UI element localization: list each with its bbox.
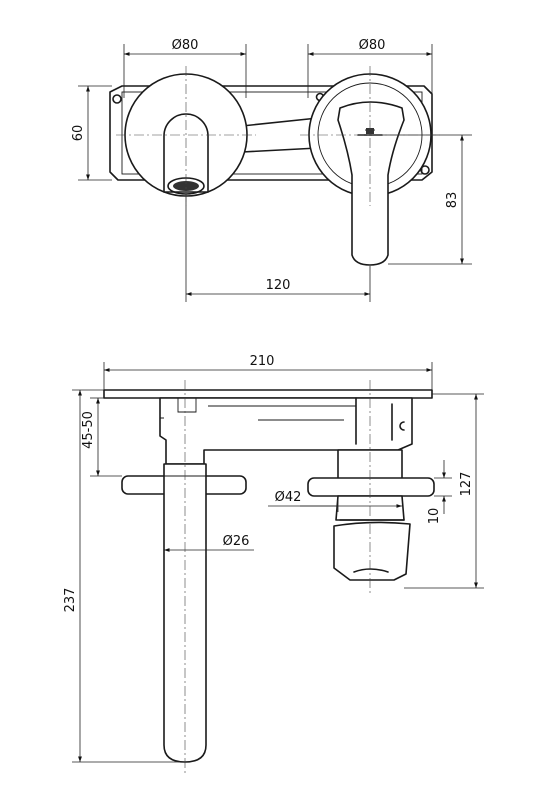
front-view xyxy=(109,73,433,266)
wall-plate xyxy=(103,389,433,399)
dim-overall-width: 210 xyxy=(250,354,275,369)
aerator-mesh xyxy=(173,181,199,191)
dim-flange-thickness: 10 xyxy=(427,508,442,525)
dim-cartridge-diameter: Ø42 xyxy=(275,490,302,505)
dim-plate-height: 60 xyxy=(71,125,86,142)
dim-lever-height: 83 xyxy=(445,192,460,209)
plate-screw-right xyxy=(420,165,430,175)
dim-plate-depth: 45-50 xyxy=(81,411,96,449)
dim-center-distance: 120 xyxy=(266,278,291,293)
dim-spout-diameter: Ø26 xyxy=(223,534,250,549)
lever-indicator-mark xyxy=(366,128,374,134)
front-view-dimensions: Ø80 Ø80 60 83 120 xyxy=(71,38,472,302)
dim-left-diameter: Ø80 xyxy=(172,38,199,53)
cartridge-flange xyxy=(307,477,435,497)
side-view-dimensions: 210 45-50 237 127 Ø42 Ø26 10 xyxy=(63,354,484,775)
body-cartridge-housing xyxy=(355,397,405,445)
connecting-body xyxy=(241,117,319,153)
plate-screw-left xyxy=(112,94,122,104)
side-view xyxy=(103,389,435,763)
lever-side-detail xyxy=(339,519,405,573)
lever-side xyxy=(333,521,411,581)
dim-body-height: 127 xyxy=(459,472,474,497)
valve-body xyxy=(159,397,413,465)
lever-handle xyxy=(337,101,405,266)
dim-right-diameter: Ø80 xyxy=(359,38,386,53)
dim-spout-length: 237 xyxy=(63,588,78,613)
